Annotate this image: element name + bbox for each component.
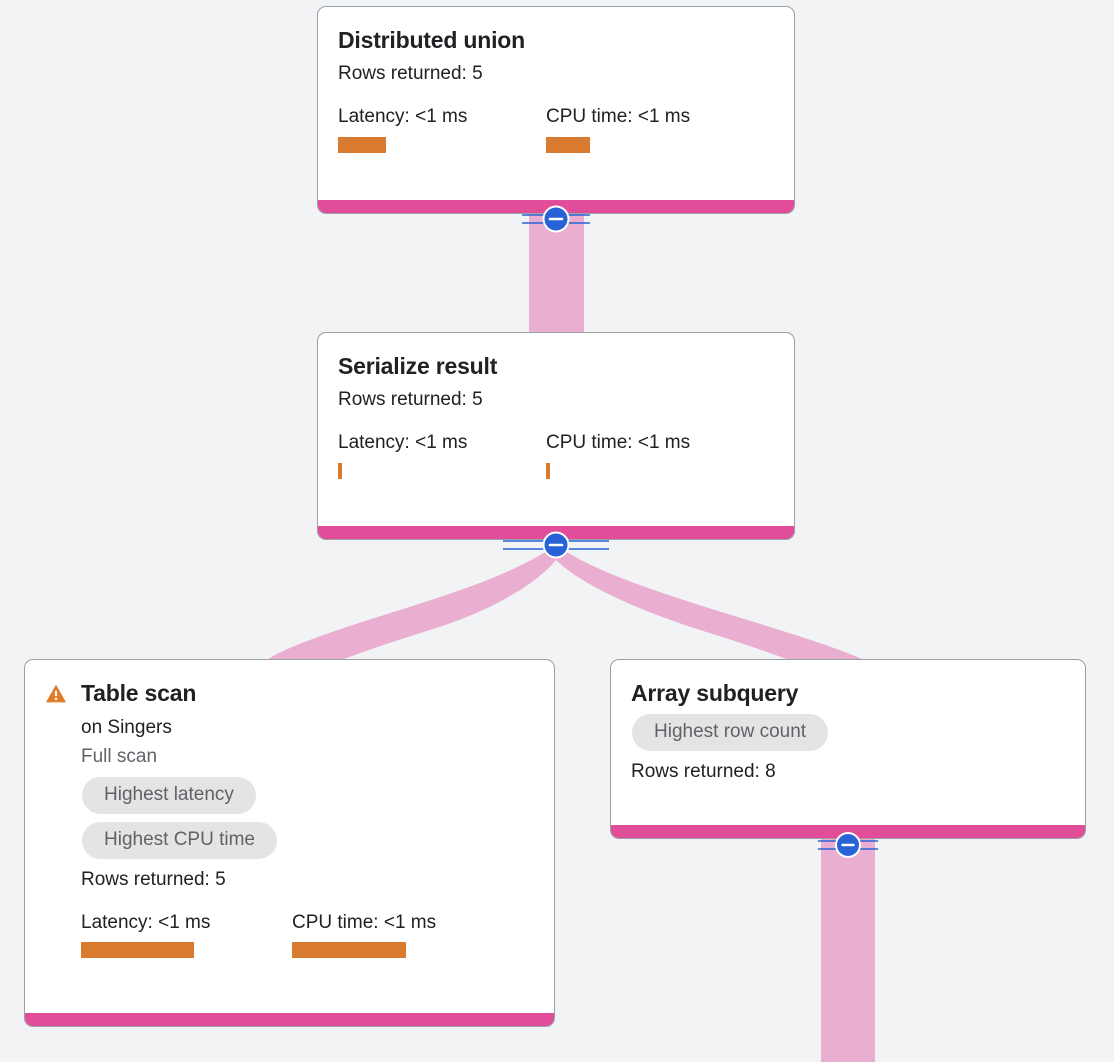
node-title: Serialize result [338, 353, 498, 379]
latency-bar [338, 463, 342, 480]
cpu-metric: CPU time: <1 ms [546, 432, 691, 480]
collapse-button-array-subquery[interactable] [812, 831, 884, 859]
table-scan-type: Full scan [81, 746, 158, 768]
node-serialize-result[interactable]: Serialize result Rows returned: 5 Latenc… [317, 332, 795, 540]
edge-distributed-union-to-serialize-result [529, 205, 584, 340]
cpu-metric: CPU time: <1 ms [292, 912, 436, 959]
cpu-time-label: CPU time: <1 ms [546, 106, 691, 128]
latency-label: Latency: <1 ms [338, 106, 468, 128]
metrics-row: Latency: <1 ms CPU time: <1 ms [338, 106, 774, 154]
edge-serialize-result-to-array-subquery [556, 545, 868, 700]
badge-list: Highest row count [631, 706, 1065, 752]
collapse-flank-lines [818, 840, 878, 850]
badge-highest-cpu-time: Highest CPU time [82, 821, 277, 859]
latency-metric: Latency: <1 ms [81, 912, 292, 959]
metrics-row: Latency: <1 ms CPU time: <1 ms [338, 432, 774, 480]
latency-bar [81, 942, 194, 959]
rows-returned: Rows returned: 8 [631, 761, 776, 783]
node-distributed-union[interactable]: Distributed union Rows returned: 5 Laten… [317, 6, 795, 214]
node-title: Distributed union [338, 27, 525, 53]
collapse-flank-lines [522, 214, 590, 224]
collapse-button-distributed-union[interactable] [520, 205, 592, 233]
rows-returned: Rows returned: 5 [338, 63, 483, 85]
badge-list: Highest latency Highest CPU time [81, 769, 534, 859]
latency-metric: Latency: <1 ms [338, 432, 546, 480]
node-title: Array subquery [631, 680, 799, 706]
node-header: Serialize result [338, 353, 774, 379]
node-title: Table scan [81, 680, 197, 706]
table-scan-target: on Singers [81, 717, 172, 739]
metrics-row: Latency: <1 ms CPU time: <1 ms [81, 912, 534, 959]
node-header: Distributed union [338, 27, 774, 53]
node-body: Serialize result Rows returned: 5 Latenc… [318, 333, 794, 526]
node-array-subquery[interactable]: Array subquery Highest row count Rows re… [610, 659, 1086, 839]
cpu-time-label: CPU time: <1 ms [546, 432, 691, 454]
rows-returned: Rows returned: 5 [81, 868, 226, 890]
cpu-metric: CPU time: <1 ms [546, 106, 691, 154]
latency-bar [338, 137, 386, 154]
warning-icon [46, 684, 66, 703]
cpu-time-label: CPU time: <1 ms [292, 911, 437, 933]
collapse-button-serialize-result[interactable] [501, 531, 611, 559]
node-header: Array subquery [631, 680, 1065, 706]
node-body: Table scan on Singers Full scan Highest … [25, 660, 554, 1013]
node-table-scan[interactable]: Table scan on Singers Full scan Highest … [24, 659, 555, 1027]
latency-metric: Latency: <1 ms [338, 106, 546, 154]
rows-returned: Rows returned: 5 [338, 389, 483, 411]
node-footer-bar [25, 1013, 554, 1026]
node-body: Array subquery Highest row count Rows re… [611, 660, 1085, 825]
badge-highest-row-count: Highest row count [632, 714, 829, 752]
node-header: Table scan [45, 680, 534, 706]
cpu-time-bar [546, 463, 550, 480]
cpu-time-bar [292, 942, 406, 959]
edge-array-subquery-to-child [821, 838, 875, 1062]
latency-label: Latency: <1 ms [338, 432, 468, 454]
badge-highest-latency: Highest latency [82, 777, 256, 814]
collapse-flank-lines [503, 540, 609, 550]
node-footer-bar [611, 825, 1085, 838]
cpu-time-bar [546, 137, 590, 154]
latency-label: Latency: <1 ms [81, 911, 211, 933]
node-details: on Singers Full scan Highest latency Hig… [45, 717, 534, 959]
node-body: Distributed union Rows returned: 5 Laten… [318, 7, 794, 200]
